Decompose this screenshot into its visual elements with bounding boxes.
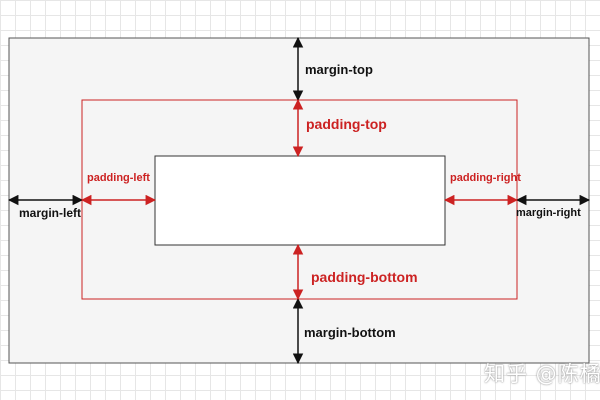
margin-left-label: margin-left [19, 206, 82, 220]
padding-right-label: padding-right [450, 172, 521, 184]
padding-bottom-label: padding-bottom [311, 269, 418, 285]
padding-left-label: padding-left [87, 172, 150, 184]
margin-top-label: margin-top [305, 62, 373, 77]
content-box [154, 155, 446, 246]
margin-right-label: margin-right [516, 207, 581, 219]
padding-top-label: padding-top [306, 116, 387, 132]
margin-bottom-label: margin-bottom [304, 325, 396, 340]
watermark: 知乎 @陈橘 [484, 362, 600, 386]
